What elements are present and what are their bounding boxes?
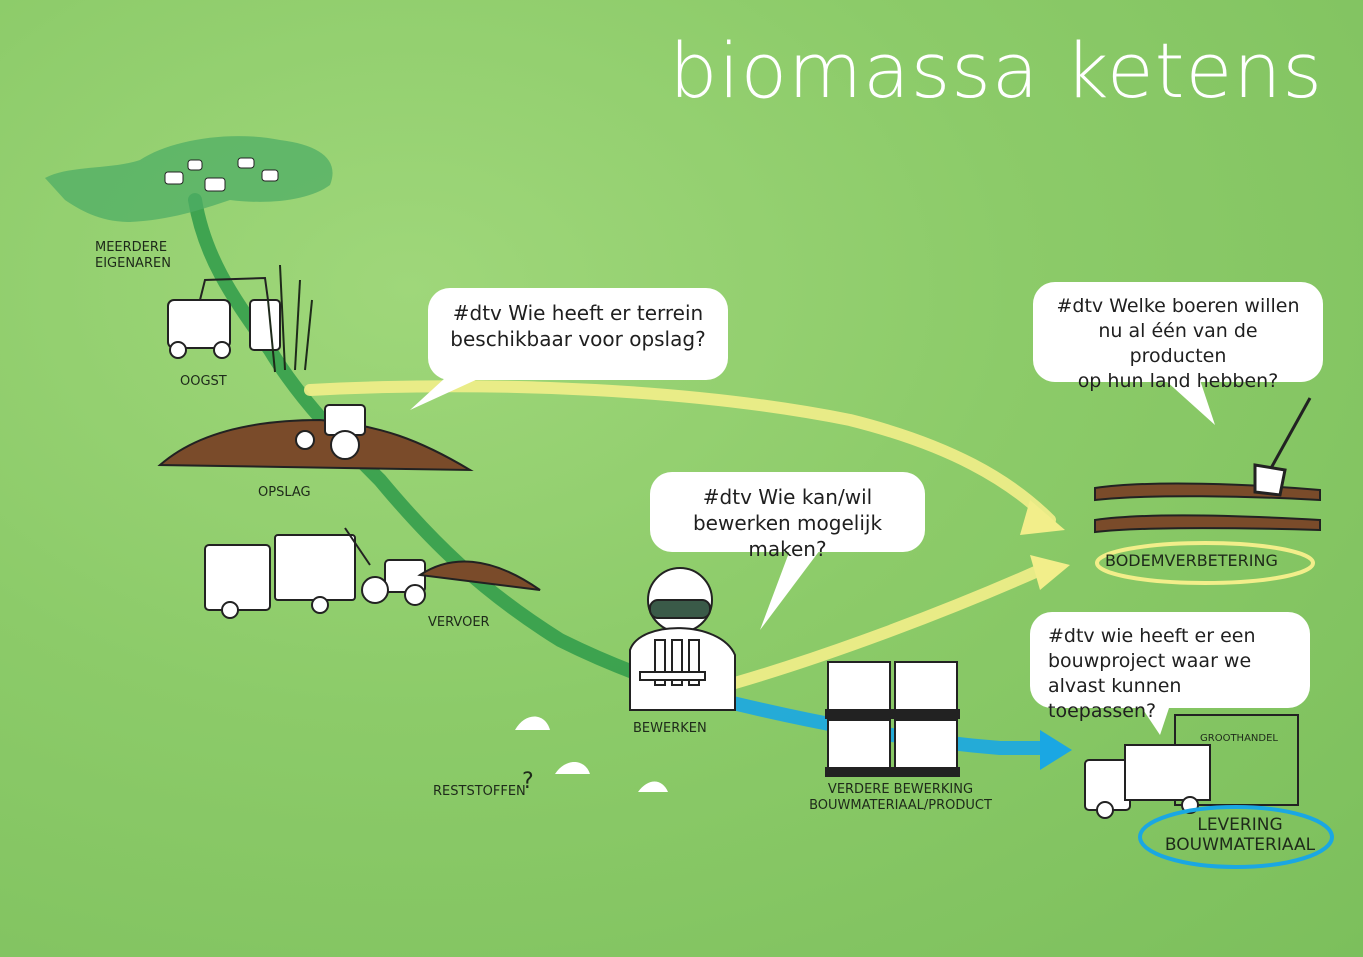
cows-icon — [164, 157, 279, 192]
label-eigenaren-line2: EIGENAREN — [95, 256, 171, 271]
bubble-boeren: #dtv Welke boeren willen nu al één van d… — [1033, 282, 1323, 392]
bubble-tail-opslag — [410, 378, 480, 410]
label-bodemverbetering: BODEMVERBETERING — [1105, 551, 1278, 570]
tractor-icon — [295, 404, 366, 460]
bubble-opslag-line2: beschikbaar voor opslag? — [450, 327, 706, 351]
shovel-icon — [1253, 397, 1312, 497]
bodemverbetering-ring — [1095, 541, 1315, 585]
bubble-bouw: #dtv wie heeft er een bouwproject waar w… — [1030, 612, 1310, 722]
loader-icon — [344, 527, 426, 606]
label-reststoffen-question: ? — [522, 769, 534, 794]
soil-pile-opslag — [157, 418, 474, 472]
label-levering-line2: BOUWMATERIAAL — [1164, 835, 1316, 855]
bubble-bewerken: #dtv Wie kan/wil bewerken mogelijk maken… — [650, 472, 925, 561]
delivery-truck-icon — [1084, 744, 1211, 819]
yellow-path-bewerken — [704, 564, 1046, 696]
soil-strips-icon — [1094, 482, 1321, 534]
label-opslag: OPSLAG — [258, 485, 311, 500]
label-eigenaren-line1: MEERDERE — [95, 240, 168, 255]
yellow-arrowhead-2 — [1030, 555, 1070, 590]
truck-vervoer-icon — [204, 534, 356, 619]
label-meerdere-eigenaren: MEERDERE EIGENAREN — [95, 240, 171, 272]
bubble-bouw-line3: alvast kunnen toepassen? — [1048, 675, 1182, 722]
bubble-opslag-line1: #dtv Wie heeft er terrein — [452, 301, 704, 325]
yellow-arrowhead-1 — [1020, 500, 1065, 535]
label-bewerken: BEWERKEN — [633, 721, 707, 736]
bubble-boeren-line2: nu al één van de producten — [1098, 320, 1258, 367]
label-vervoer: VERVOER — [428, 615, 490, 630]
label-oogst: OOGST — [180, 374, 227, 389]
bubble-boeren-line3: op hun land hebben? — [1077, 370, 1279, 392]
bubble-tail-bewerken — [760, 550, 820, 630]
harvester-icon — [167, 276, 281, 359]
scientist-icon — [629, 567, 736, 711]
label-reststoffen: RESTSTOFFEN — [433, 784, 526, 799]
bubble-bouw-line2: bouwproject waar we — [1048, 650, 1252, 672]
label-levering-line1: LEVERING — [1197, 815, 1283, 835]
reeds-icon — [267, 264, 313, 373]
land-parcel — [45, 136, 333, 222]
green-chain-path — [188, 193, 727, 707]
bubble-tail-boeren — [1165, 380, 1215, 425]
label-groothandel: GROOTHANDEL — [1200, 733, 1278, 744]
bubble-opslag: #dtv Wie heeft er terrein beschikbaar vo… — [428, 288, 728, 380]
soil-pile-vervoer — [417, 560, 541, 591]
bubble-boeren-line1: #dtv Welke boeren willen — [1056, 295, 1300, 317]
label-verdere-line2: BOUWMATERIAAL/PRODUCT — [809, 798, 992, 813]
levering-ring — [1138, 805, 1334, 869]
blue-arrowhead — [1040, 730, 1072, 770]
pallets-icon — [825, 661, 960, 777]
bubble-bewerken-line1: #dtv Wie kan/wil — [702, 485, 873, 509]
label-verdere-bewerking: VERDERE BEWERKING BOUWMATERIAAL/PRODUCT — [808, 782, 993, 814]
page-title: biomassa ketens — [669, 26, 1323, 115]
bubble-bewerken-line2: bewerken mogelijk maken? — [692, 511, 883, 561]
label-verdere-line1: VERDERE BEWERKING — [827, 782, 974, 797]
bubble-tail-bouw — [1140, 705, 1170, 735]
bubble-bouw-line1: #dtv wie heeft er een — [1048, 625, 1256, 647]
residue-piles-icon — [515, 716, 668, 792]
label-levering-bouwmateriaal: LEVERING BOUWMATERIAAL — [1150, 815, 1330, 855]
